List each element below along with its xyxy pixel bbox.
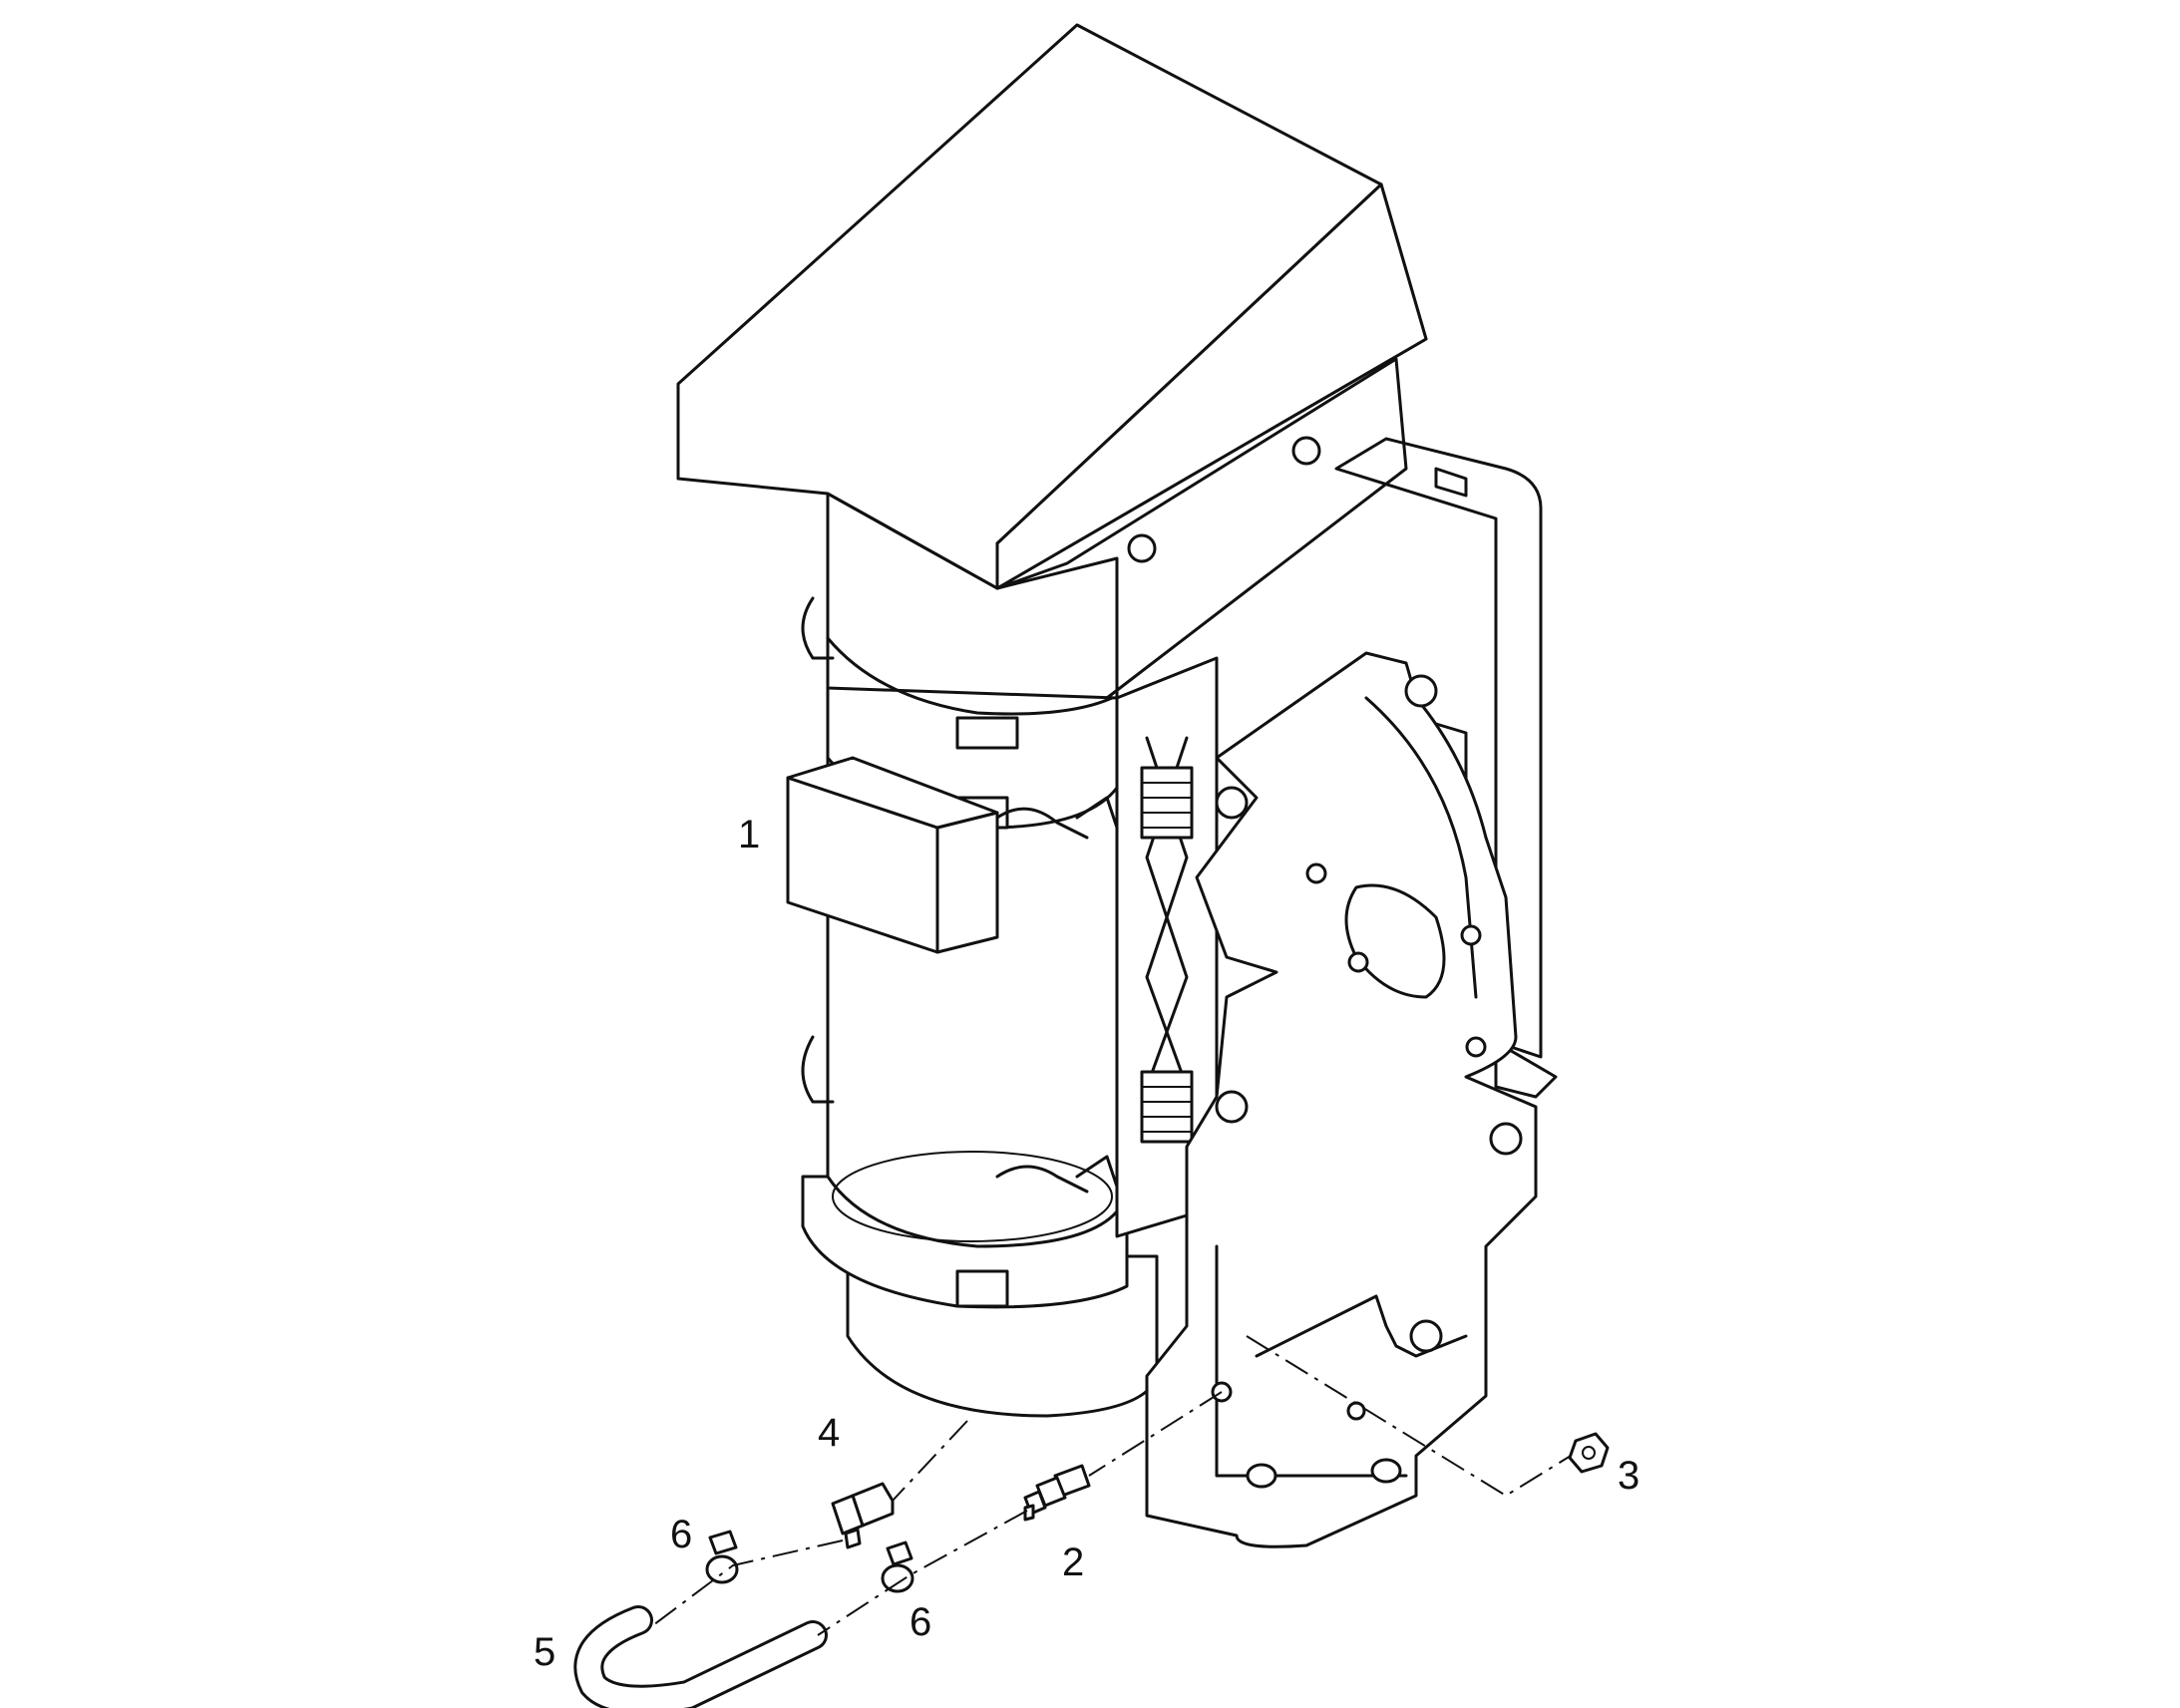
small-parts bbox=[573, 1432, 1610, 1708]
callout-6-right: 6 bbox=[909, 1600, 931, 1644]
callout-3: 3 bbox=[1618, 1454, 1639, 1498]
drain-hose bbox=[573, 1605, 828, 1708]
drain-nipple-fitting bbox=[831, 1482, 895, 1549]
hex-nut bbox=[1568, 1432, 1610, 1474]
callout-6-left: 6 bbox=[670, 1513, 692, 1556]
hose-clamp-right bbox=[881, 1540, 914, 1593]
hose-clamp-left bbox=[705, 1530, 739, 1584]
callout-5: 5 bbox=[534, 1630, 555, 1674]
assembly-lines bbox=[652, 1335, 1572, 1636]
callout-2: 2 bbox=[1062, 1540, 1084, 1584]
intake-hood bbox=[676, 23, 1428, 700]
callouts: 1 2 3 4 5 6 6 bbox=[534, 813, 1639, 1674]
valve-fitting bbox=[1023, 1464, 1091, 1522]
mounting-bracket bbox=[1145, 651, 1538, 1548]
callout-4: 4 bbox=[818, 1411, 840, 1455]
callout-1: 1 bbox=[738, 813, 760, 856]
air-filter-assembly bbox=[786, 492, 1159, 1418]
